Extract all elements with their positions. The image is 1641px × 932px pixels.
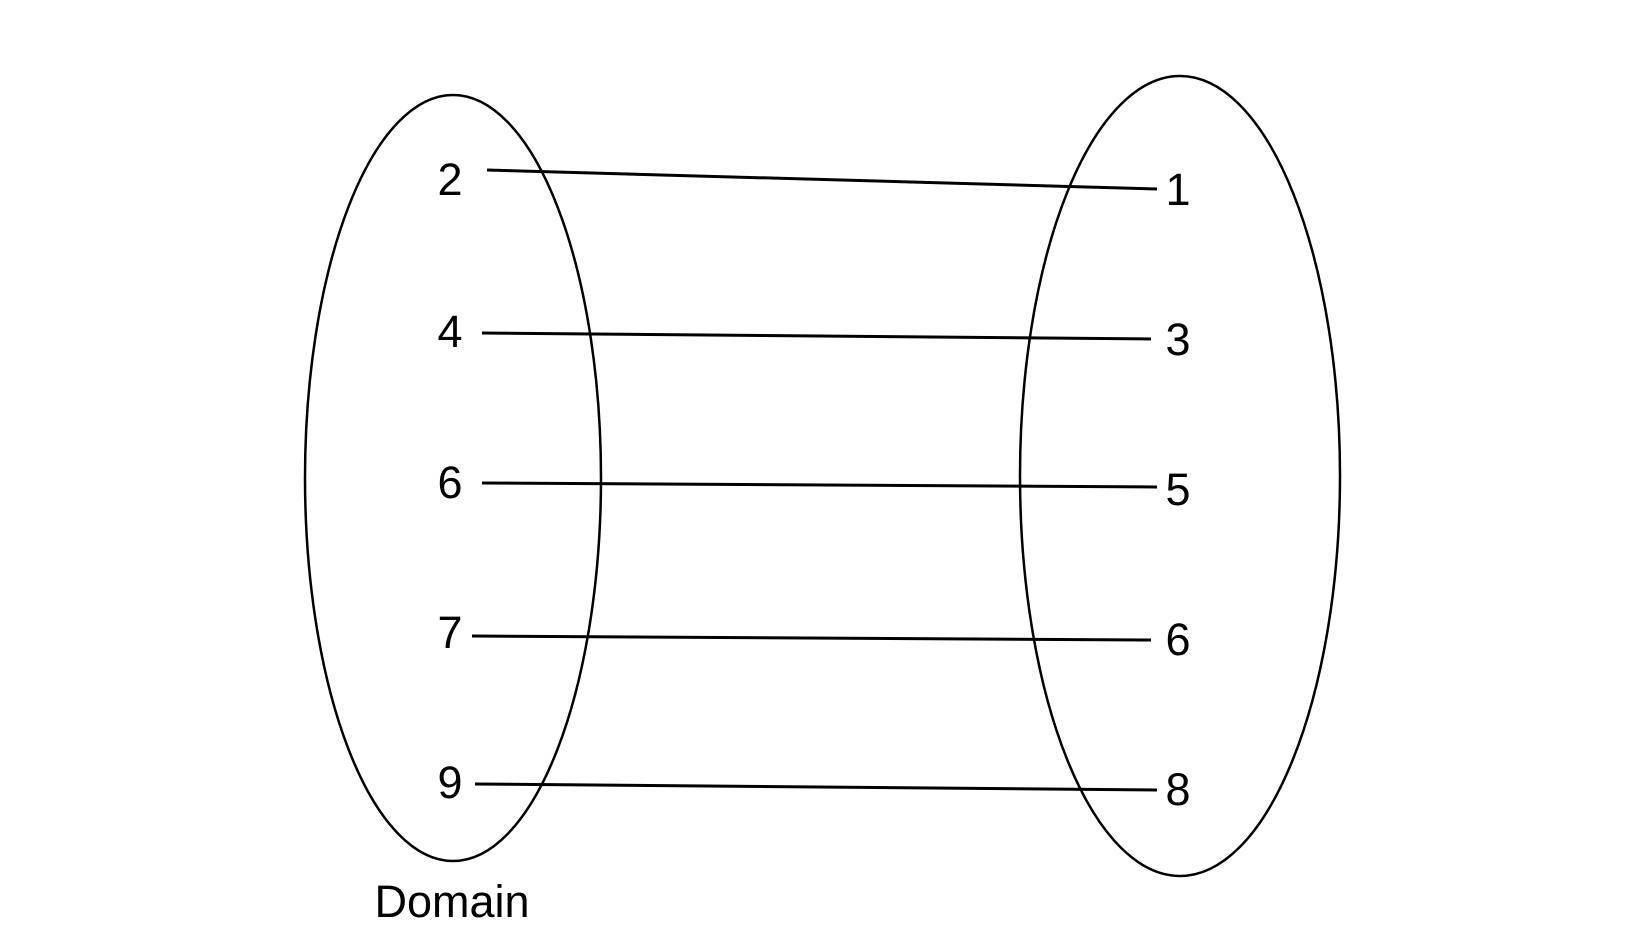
mapping-line-4 <box>471 634 1152 642</box>
domain-value: 2 <box>437 154 462 205</box>
mapping-line-1 <box>486 168 1158 191</box>
domain-value: 7 <box>437 607 462 658</box>
range-value: 1 <box>1165 164 1190 215</box>
range-value: 6 <box>1165 614 1190 665</box>
domain-label: Domain <box>374 876 529 927</box>
domain-value: 9 <box>437 757 462 808</box>
mapping-line-2 <box>481 331 1152 341</box>
domain-oval <box>303 93 603 863</box>
range-value: 8 <box>1165 764 1190 815</box>
range-oval <box>1018 74 1342 878</box>
domain-value: 6 <box>437 457 462 508</box>
range-value: 5 <box>1165 464 1190 515</box>
domain-value: 4 <box>437 306 462 357</box>
mapping-line-5 <box>474 782 1158 792</box>
range-value: 3 <box>1165 314 1190 365</box>
mapping-line-3 <box>481 481 1158 489</box>
